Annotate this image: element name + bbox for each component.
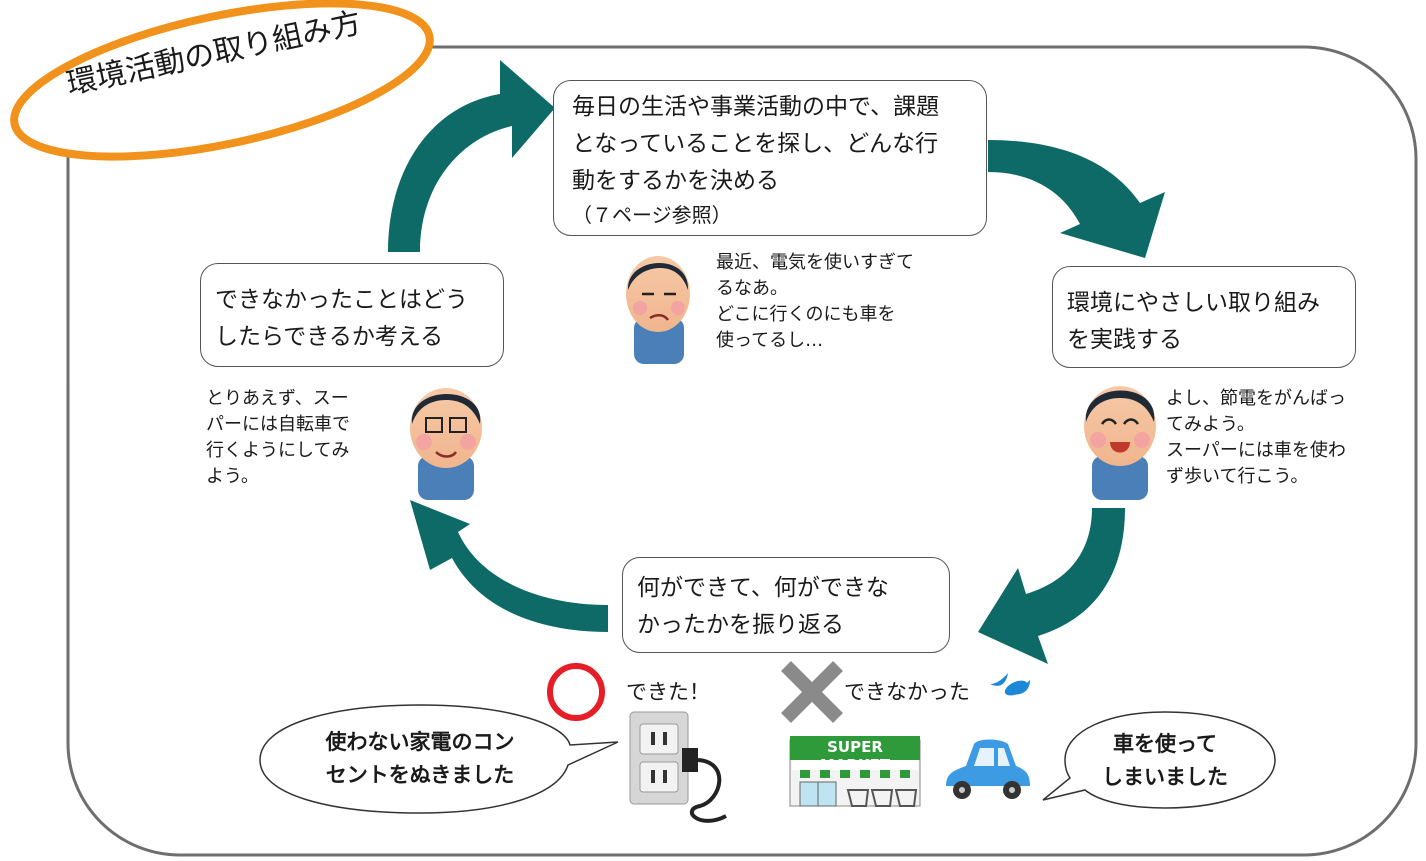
outer-frame — [66, 45, 1418, 857]
thought-do: よし、節電をがんばっ てみよう。 スーパーには車を使わ ず歩いて行こう。 — [1166, 386, 1386, 490]
bubble-not-done-line1: 車を使って — [1113, 732, 1217, 756]
not-done-label: できなかった — [844, 680, 970, 704]
thought-plan-line2: るなあ。 — [716, 278, 788, 299]
not-done-cross-icon — [781, 661, 843, 723]
step-do-line1: 環境にやさしい取り組み — [1067, 290, 1320, 316]
bubble-done: 使わない家電のコン セントをぬきました — [300, 726, 540, 792]
person-plan-icon — [626, 256, 690, 364]
bubble-not-done-line2: しまいました — [1102, 765, 1228, 789]
step-do-line2: を実践する — [1067, 327, 1182, 353]
thought-plan-line1: 最近、電気を使いすぎて — [716, 252, 914, 273]
bubble-not-done-shape — [1042, 711, 1276, 809]
step-act-line1: できなかったことはどう — [215, 287, 468, 313]
step-plan-line1: 毎日の生活や事業活動の中で、課題 — [572, 94, 940, 120]
outlet-icon — [629, 711, 727, 823]
thought-act-line2: パーには自転車で — [206, 414, 350, 435]
thought-plan: 最近、電気を使いすぎて るなあ。 どこに行くのにも車を 使ってるし… — [716, 250, 966, 354]
person-do-icon — [1084, 386, 1156, 500]
thought-plan-line3: どこに行くのにも車を — [716, 304, 896, 325]
step-plan-line2: となっていることを探し、どんな行 — [572, 131, 939, 157]
step-do-box: 環境にやさしい取り組み を実践する — [1052, 266, 1356, 368]
done-label: できた！ — [626, 680, 710, 704]
thought-act-line3: 行くようにしてみ — [206, 440, 350, 461]
step-act-box: できなかったことはどう したらできるか考える — [200, 263, 504, 367]
done-circle-icon — [547, 663, 605, 721]
step-check-line2: かったかを振り返る — [637, 612, 844, 638]
car-icon — [946, 739, 1030, 799]
thought-act-line1: とりあえず、スー — [206, 388, 349, 409]
step-act-line2: したらできるか考える — [215, 324, 444, 350]
arrow-plan-to-do — [988, 140, 1165, 258]
arrow-act-to-plan — [388, 60, 555, 252]
step-plan-box: 毎日の生活や事業活動の中で、課題 となっていることを探し、どんな行 動をするかを… — [553, 80, 987, 236]
bubble-done-line1: 使わない家電のコン — [325, 730, 515, 754]
arrow-do-to-check — [978, 508, 1125, 664]
step-check-line1: 何ができて、何ができな — [637, 575, 889, 601]
supermarket-icon — [789, 736, 921, 807]
thought-do-line1: よし、節電をがんばっ — [1166, 388, 1346, 409]
bubble-not-done: 車を使って しまいました — [1080, 728, 1250, 794]
step-plan-line3: 動をするかを決める — [572, 168, 779, 194]
step-plan-line4: （７ページ参照） — [572, 203, 732, 227]
store-sign: SUPER MARKET — [819, 738, 891, 774]
thought-do-line3: スーパーには車を使わ — [1166, 440, 1346, 461]
bubble-done-shape — [259, 704, 619, 814]
thought-act: とりあえず、スー パーには自転車で 行くようにしてみ よう。 — [206, 386, 396, 490]
thought-plan-line4: 使ってるし… — [716, 330, 824, 351]
thought-do-line4: ず歩いて行こう。 — [1166, 466, 1309, 487]
bubble-done-line2: セントをぬきました — [325, 763, 515, 787]
person-act-icon — [410, 388, 482, 500]
thought-do-line2: てみよう。 — [1166, 414, 1255, 435]
title-ellipse — [10, 0, 434, 161]
step-check-box: 何ができて、何ができな かったかを振り返る — [622, 557, 950, 653]
arrow-check-to-act — [410, 500, 608, 632]
sweat-drops-icon — [990, 673, 1030, 696]
thought-act-line4: よう。 — [206, 466, 259, 487]
